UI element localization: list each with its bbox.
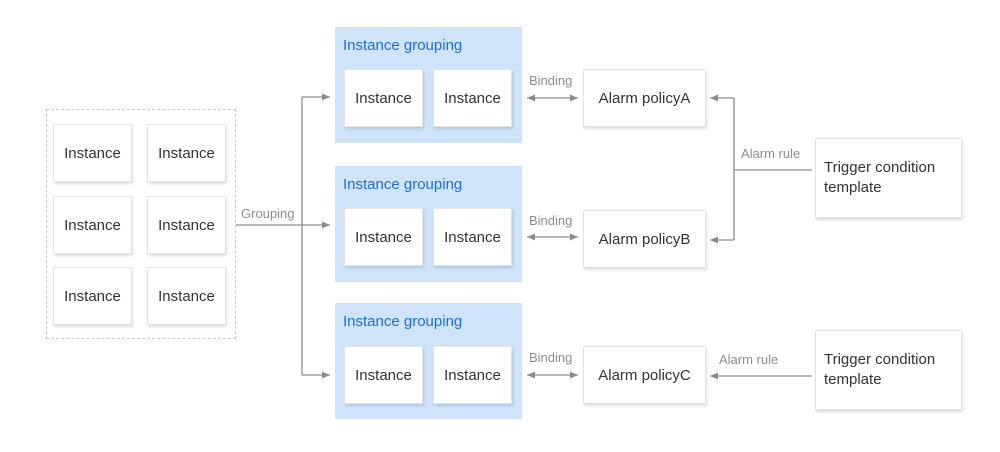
binding-label: Binding [529,213,573,228]
instance-box: Instance [147,267,226,325]
instance-box: Instance [147,196,226,254]
alarm-rule-label: Alarm rule [741,146,801,161]
grouping-label: Grouping [241,206,295,221]
instance-box: Instance [53,124,132,182]
instance-box: Instance [433,208,512,266]
binding-label: Binding [529,73,573,88]
instance-box: Instance [344,346,423,404]
binding-label: Binding [529,350,573,365]
group-title: Instance grouping [343,313,463,330]
instance-box: Instance [344,69,423,127]
alarm-policy-a: Alarm policyA [583,69,706,127]
instance-box: Instance [433,346,512,404]
group-title: Instance grouping [343,37,463,54]
instance-box: Instance [344,208,423,266]
instance-box: Instance [147,124,226,182]
trigger-condition-template: Trigger condition template [815,138,962,218]
group-title: Instance grouping [343,176,463,193]
instance-box: Instance [53,267,132,325]
instance-box: Instance [53,196,132,254]
alarm-rule-label: Alarm rule [719,352,779,367]
instance-box: Instance [433,69,512,127]
trigger-condition-template: Trigger condition template [815,330,962,410]
ungrouped-instances-container [46,109,236,339]
alarm-policy-b: Alarm policyB [583,210,706,268]
alarm-policy-c: Alarm policyC [583,346,706,404]
